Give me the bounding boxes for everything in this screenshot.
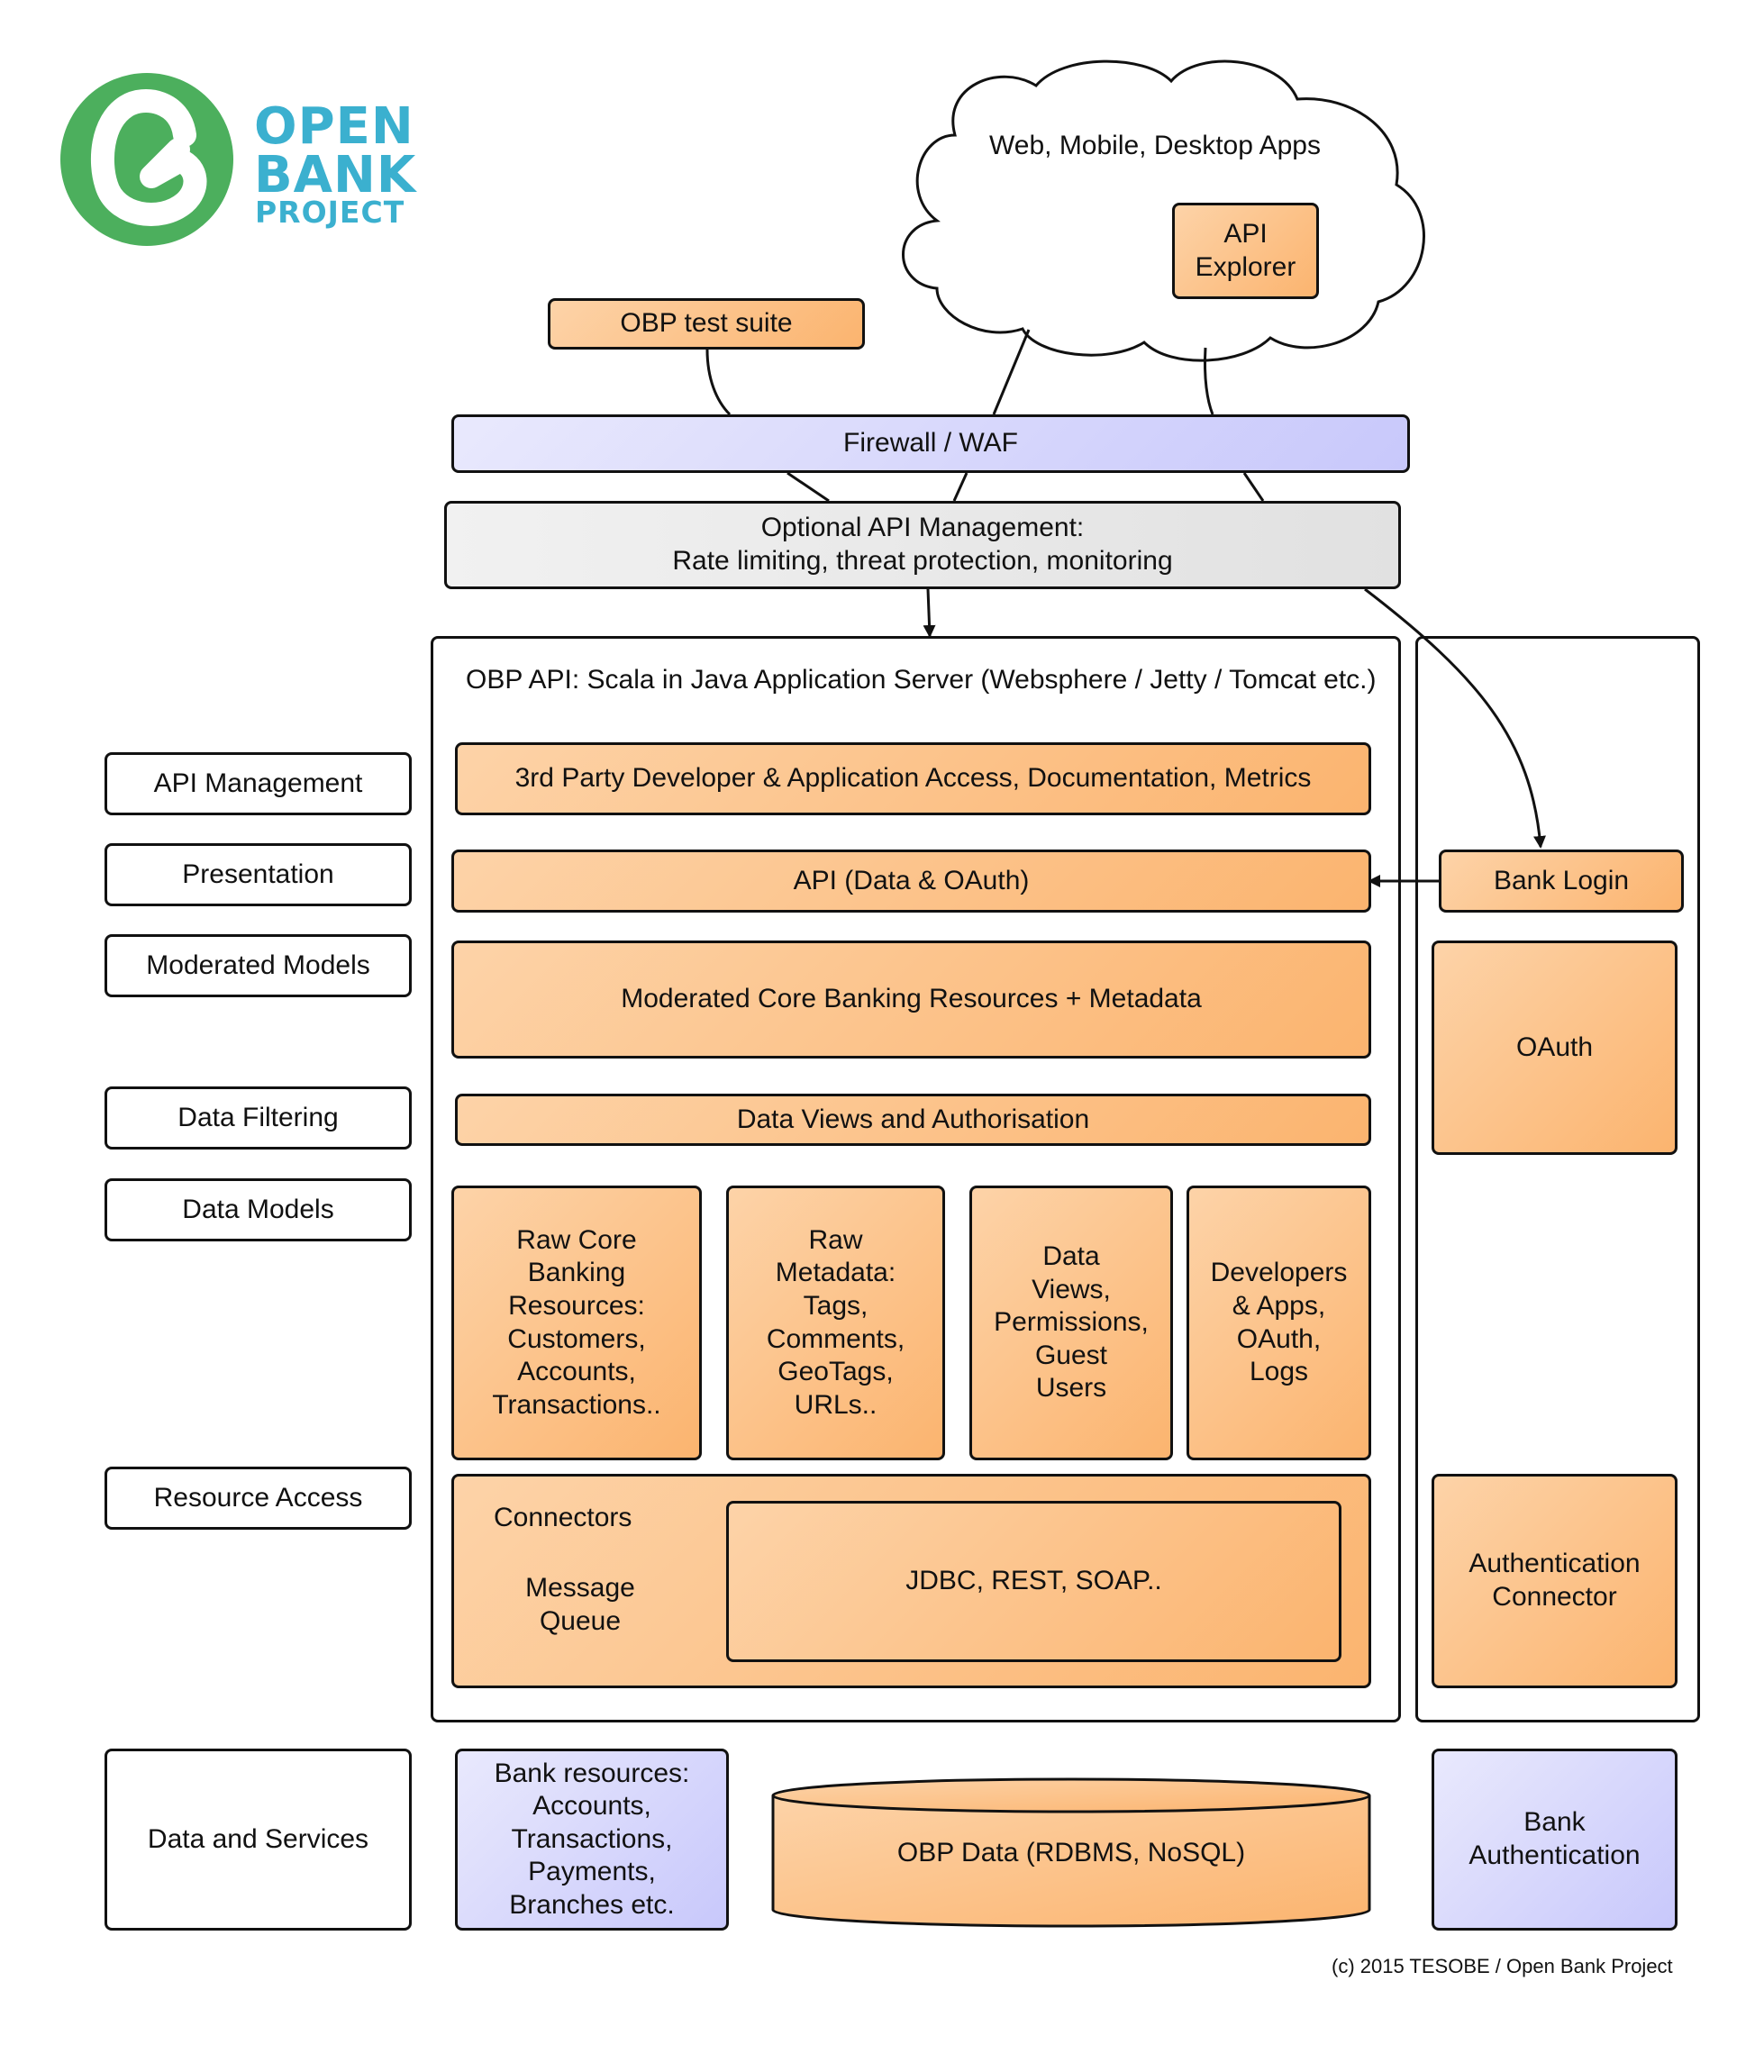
- message-queue-label: Message Queue: [525, 1573, 635, 1636]
- firewall-box: Firewall / WAF: [451, 414, 1410, 473]
- jdbc-rest-soap-box: JDBC, REST, SOAP..: [726, 1501, 1341, 1662]
- connector-firewall-mgmt-3: [1242, 472, 1265, 502]
- connector-firewall-mgmt-1: [787, 471, 830, 503]
- authentication-connector-box: Authentication Connector: [1432, 1474, 1678, 1688]
- right-auth-container: [1415, 636, 1700, 1722]
- api-explorer-box: API Explorer: [1172, 203, 1319, 299]
- obp-api-title: OBP API: Scala in Java Application Serve…: [466, 665, 1377, 695]
- oauth-box: OAuth: [1432, 941, 1678, 1155]
- connector-cloud-firewall-right: [1204, 347, 1214, 415]
- layer-presentation: Presentation: [105, 843, 412, 906]
- data-views-permissions-box: Data Views, Permissions, Guest Users: [969, 1186, 1173, 1460]
- layer-data-and-services: Data and Services: [105, 1749, 412, 1931]
- obp-api-container: [431, 636, 1401, 1722]
- moderated-core-banking-box: Moderated Core Banking Resources + Metad…: [451, 941, 1371, 1059]
- arrow-mgmt-to-obp-api: [923, 588, 936, 638]
- logo-text-bank: BANK: [254, 146, 417, 204]
- developers-apps-box: Developers & Apps, OAuth, Logs: [1187, 1186, 1371, 1460]
- obp-data-cylinder: [771, 1777, 1371, 1928]
- raw-core-banking-box: Raw Core Banking Resources: Customers, A…: [451, 1186, 702, 1460]
- layer-data-filtering: Data Filtering: [105, 1086, 412, 1150]
- logo-text-project: PROJECT: [255, 195, 405, 230]
- third-party-access-box: 3rd Party Developer & Application Access…: [455, 742, 1371, 815]
- obp-test-suite-box: OBP test suite: [548, 298, 865, 350]
- bank-resources-box: Bank resources: Accounts, Transactions, …: [455, 1749, 729, 1931]
- raw-metadata-box: Raw Metadata: Tags, Comments, GeoTags, U…: [726, 1186, 945, 1460]
- obp-data-label: OBP Data (RDBMS, NoSQL): [896, 1838, 1246, 1868]
- cloud-shape: [902, 59, 1425, 362]
- api-data-oauth-box: API (Data & OAuth): [451, 850, 1371, 913]
- layer-api-management: API Management: [105, 752, 412, 815]
- cloud-label: Web, Mobile, Desktop Apps: [989, 131, 1321, 160]
- connector-test-suite-firewall: [705, 349, 732, 416]
- connector-cloud-firewall-left: [992, 329, 1031, 415]
- connector-firewall-mgmt-2: [952, 472, 968, 502]
- logo-text-open: OPEN: [254, 97, 414, 156]
- obp-logo-icon: [60, 73, 233, 246]
- layer-resource-access: Resource Access: [105, 1467, 412, 1530]
- layer-moderated-models: Moderated Models: [105, 934, 412, 997]
- bank-login-box: Bank Login: [1439, 850, 1684, 913]
- copyright-text: (c) 2015 TESOBE / Open Bank Project: [1332, 1955, 1673, 1977]
- optional-api-management-box: Optional API Management: Rate limiting, …: [444, 501, 1401, 589]
- data-views-authorisation-box: Data Views and Authorisation: [455, 1094, 1371, 1146]
- bank-authentication-box: Bank Authentication: [1432, 1749, 1678, 1931]
- layer-data-models: Data Models: [105, 1178, 412, 1241]
- connectors-label: Connectors: [494, 1503, 632, 1532]
- arrow-mgmt-to-bank-login: [1364, 587, 1546, 849]
